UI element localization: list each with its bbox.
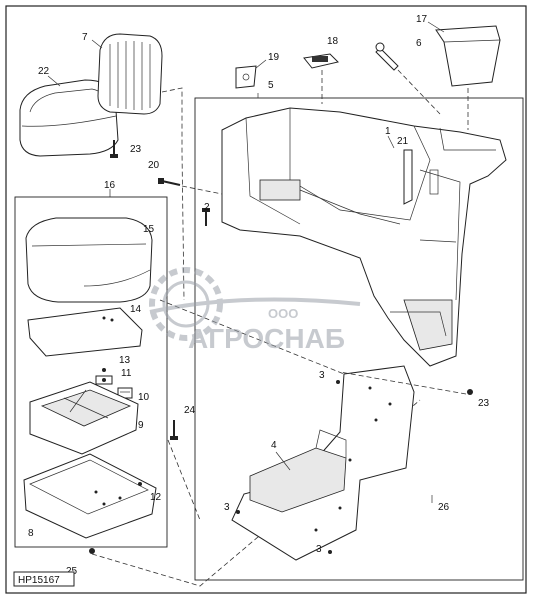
callout-3-a: 3 xyxy=(319,370,325,381)
screw-23-right xyxy=(467,389,473,395)
callout-6: 6 xyxy=(416,38,422,49)
screw-2 xyxy=(202,208,210,226)
callout-4: 4 xyxy=(271,440,277,451)
screw-23-upper xyxy=(110,140,118,158)
bracket-21 xyxy=(403,149,413,205)
plate-14 xyxy=(27,307,143,357)
storage-tray-9 xyxy=(29,381,139,455)
callout-2: 2 xyxy=(204,202,210,213)
bracket-4 xyxy=(249,429,347,513)
clip-19 xyxy=(235,65,257,89)
bolt-24 xyxy=(170,420,178,440)
cup-holder-17 xyxy=(435,25,501,87)
callout-15: 15 xyxy=(143,224,155,235)
watermark-logo: ООО АГРОСНАБ xyxy=(149,267,361,354)
leader-20-dash xyxy=(181,185,223,195)
screw-3-a xyxy=(336,380,340,384)
screw-13-a xyxy=(102,368,106,372)
callout-17: 17 xyxy=(416,14,428,25)
dash-tray-to-plate xyxy=(159,299,345,375)
dash-23-right xyxy=(339,371,467,395)
screw-12 xyxy=(138,482,142,486)
callout-23-a: 23 xyxy=(130,144,142,155)
callout-26: 26 xyxy=(438,502,450,513)
callout-3-c: 3 xyxy=(316,544,322,555)
dash-6 xyxy=(397,69,441,115)
callout-10: 10 xyxy=(138,392,150,403)
assembly-frame-16 xyxy=(14,196,168,548)
callout-14: 14 xyxy=(130,304,142,315)
callout-23-b: 23 xyxy=(478,398,490,409)
figure-id: HP15167 xyxy=(18,575,60,586)
screw-3-c xyxy=(328,550,332,554)
callout-8: 8 xyxy=(28,528,34,539)
callout-24: 24 xyxy=(184,405,196,416)
callout-5: 5 xyxy=(268,80,274,91)
base-tray-8 xyxy=(23,453,157,539)
dash-24 xyxy=(167,439,201,521)
nut-25 xyxy=(89,548,95,554)
bolt-20 xyxy=(158,178,181,186)
watermark-small-text: ООО xyxy=(268,306,298,321)
latch-11 xyxy=(95,375,113,385)
callout-3-b: 3 xyxy=(224,502,230,513)
callout-20: 20 xyxy=(148,160,160,171)
callout-9: 9 xyxy=(138,420,144,431)
callout-12: 12 xyxy=(150,492,162,503)
callout-21: 21 xyxy=(397,136,409,147)
callout-11: 11 xyxy=(121,368,132,379)
frame-border xyxy=(5,5,527,594)
switch-18 xyxy=(303,53,339,69)
callout-7: 7 xyxy=(82,32,88,43)
pin-6 xyxy=(375,42,399,71)
seat-cushion-15 xyxy=(25,217,153,303)
callout-13: 13 xyxy=(119,355,131,366)
screw-3-b xyxy=(236,510,240,514)
console-housing-1 xyxy=(221,107,507,367)
callout-18: 18 xyxy=(327,36,339,47)
seat-cushion-22 xyxy=(19,79,119,157)
backrest-7 xyxy=(97,33,163,115)
callout-1: 1 xyxy=(385,126,391,137)
callout-16: 16 xyxy=(104,180,116,191)
figure-id-box: HP15167 xyxy=(13,571,75,587)
callout-22: 22 xyxy=(38,66,50,77)
callout-19: 19 xyxy=(268,52,280,63)
watermark-main-text: АГРОСНАБ xyxy=(188,323,345,354)
dash-backrest xyxy=(161,87,185,301)
